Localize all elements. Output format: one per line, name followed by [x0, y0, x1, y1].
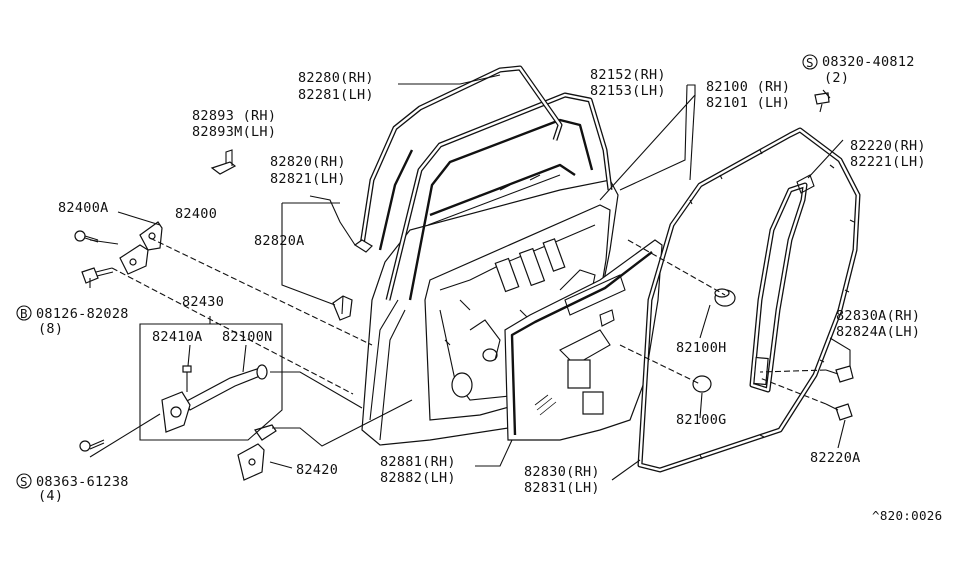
door-panel-82830 [504, 239, 663, 441]
box-82430 [139, 323, 283, 441]
label-82821-lh: 82821(LH) [270, 171, 346, 187]
screw-marker-bottom-letter: S [20, 474, 28, 489]
label-82100-rh: 82100 (RH) [706, 79, 790, 95]
label-82420: 82420 [296, 462, 338, 478]
bolt-08126 [81, 267, 114, 284]
screw-marker-08363: S [16, 473, 32, 489]
door-shell [361, 92, 619, 446]
label-82430: 82430 [182, 294, 224, 310]
label-82831-lh: 82831(LH) [524, 480, 600, 496]
pin-82410A [182, 365, 192, 392]
clip-82893 [210, 149, 237, 175]
sash-82220 [749, 174, 815, 393]
label-82824A-lh: 82824A(LH) [836, 324, 920, 340]
clip-82820A [332, 295, 353, 321]
label-82882-lh: 82882(LH) [380, 470, 456, 486]
label-08320-qty: (2) [824, 70, 849, 86]
plug-82100G [692, 375, 712, 393]
screw-08320 [814, 92, 830, 113]
screw-marker-top-letter: S [806, 55, 814, 70]
label-82830-rh: 82830(RH) [524, 464, 600, 480]
label-82220-rh: 82220(RH) [850, 138, 926, 154]
label-08363-qty: (4) [38, 488, 63, 504]
label-82220A: 82220A [810, 450, 861, 466]
glass-run-82280 [359, 65, 563, 251]
leader-lines [89, 74, 851, 481]
bolt-82220A [825, 403, 853, 421]
label-08126: 08126-82028 [36, 306, 129, 322]
check-link-82100N [184, 364, 268, 411]
label-82281-lh: 82281(LH) [298, 87, 374, 103]
bolt-08363 [79, 439, 105, 452]
bolt-marker-08126: B [16, 305, 32, 321]
clip-82830A [825, 365, 854, 383]
label-82820A: 82820A [254, 233, 305, 249]
check-link-bracket [161, 391, 191, 433]
label-08320: 08320-40812 [822, 54, 915, 70]
label-82152-rh: 82152(RH) [590, 67, 666, 83]
bolt-marker-letter: B [20, 306, 28, 321]
label-82820-rh: 82820(RH) [270, 154, 346, 170]
screw-marker-top: S [802, 54, 818, 70]
label-82830A-rh: 82830A(RH) [836, 308, 920, 324]
label-82101-lh: 82101 (LH) [706, 95, 790, 111]
label-82153-lh: 82153(LH) [590, 83, 666, 99]
hinge-82400 [119, 221, 163, 275]
diagram-id: ^820:0026 [872, 508, 942, 523]
hinge-82420 [237, 424, 277, 481]
label-08126-qty: (8) [38, 321, 63, 337]
label-82280-rh: 82280(RH) [298, 70, 374, 86]
label-82893m-lh: 82893M(LH) [192, 124, 276, 140]
label-82881-rh: 82881(RH) [380, 454, 456, 470]
label-82893-rh: 82893 (RH) [192, 108, 276, 124]
label-82100G: 82100G [676, 412, 727, 428]
label-82400A: 82400A [58, 200, 109, 216]
clip-82820 [353, 239, 373, 253]
weatherstrip-82830 [637, 127, 861, 473]
label-82100N: 82100N [222, 329, 273, 345]
label-82221-lh: 82221(LH) [850, 154, 926, 170]
label-82100H: 82100H [676, 340, 727, 356]
label-82410A: 82410A [152, 329, 203, 345]
label-82400: 82400 [175, 206, 217, 222]
label-08363: 08363-61238 [36, 474, 129, 490]
